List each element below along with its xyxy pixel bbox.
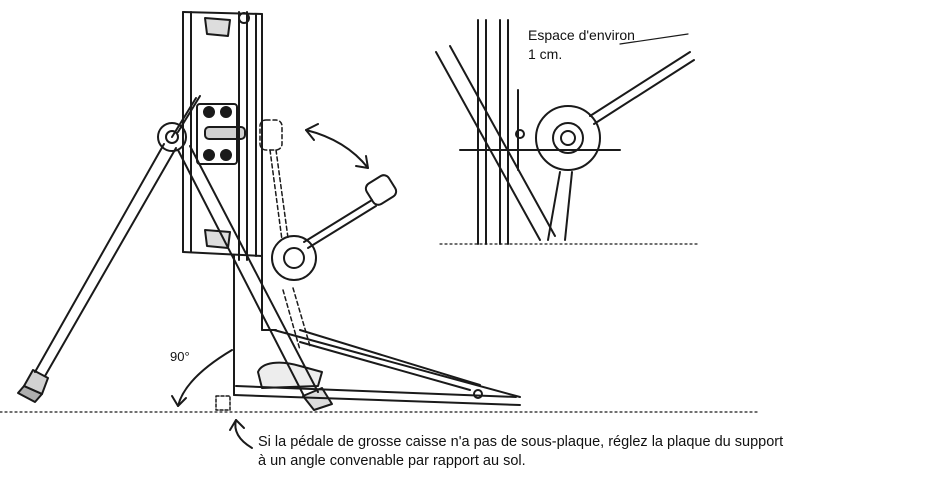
gap-label: Espace d'environ: [528, 27, 635, 43]
pedal-frame: [233, 174, 521, 406]
note-text-line-2: à un angle convenable par rapport au sol…: [258, 453, 526, 469]
gap-leader-line: [619, 33, 689, 45]
angle-indicator: [171, 349, 233, 411]
swing-arrow: [305, 123, 369, 169]
beater-rest-position: [259, 119, 311, 351]
stand-tripod: [17, 95, 333, 411]
drum-shell: [182, 11, 263, 261]
note-text-line-1: Si la pédale de grosse caisse n'a pas de…: [258, 434, 784, 450]
note-arrow: [229, 419, 253, 449]
gap-value-label: 1 cm.: [528, 46, 563, 62]
angle-label: 90°: [170, 349, 190, 364]
detail-inset: [435, 19, 701, 245]
